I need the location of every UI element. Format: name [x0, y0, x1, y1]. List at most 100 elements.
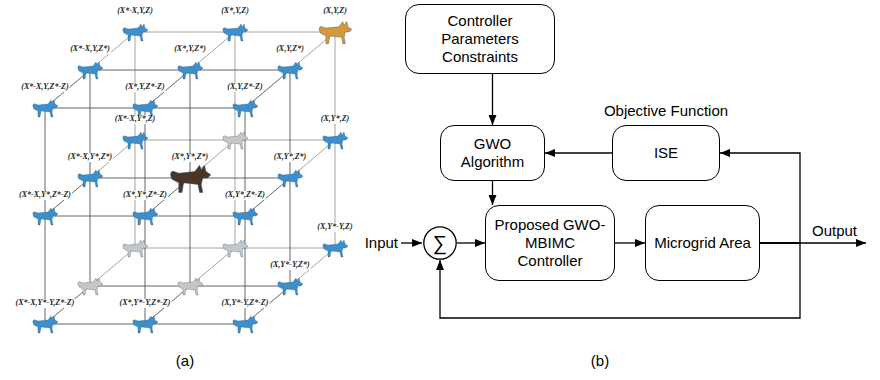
wolf-icon	[33, 316, 58, 333]
coordinate-label: (X*,Y*,Z*-Z)	[122, 191, 168, 200]
lattice-line	[290, 178, 291, 286]
lattice-line	[190, 70, 290, 71]
wolf-icon	[123, 24, 148, 41]
box-text: Controller Parameters Constraints	[414, 12, 546, 66]
wolf-icon	[78, 62, 103, 79]
lattice-line	[190, 178, 191, 286]
lattice-line	[235, 140, 335, 141]
wolf-icon	[123, 132, 148, 149]
wolf-icon	[278, 62, 303, 79]
lattice-line	[90, 178, 91, 286]
coordinate-label: (X,Y,Z)	[322, 7, 348, 16]
coordinate-label: (X*,Y,Z*)	[173, 45, 207, 54]
box-text: Microgrid Area	[654, 234, 751, 252]
wolf-icon	[133, 208, 158, 225]
wolf-icon	[278, 278, 303, 295]
coordinate-label: (X,Y*-Y,Z)	[316, 223, 353, 232]
coordinate-label: (X*-X,Y*,Z*-Z)	[18, 191, 72, 200]
wolf-icon	[178, 62, 203, 79]
coordinate-label: (X*-X,Y*-Y,Z*-Z)	[15, 299, 76, 308]
coordinate-label: (X,Y*,Z*-Z)	[224, 191, 266, 200]
box-text: GWO Algorithm	[449, 135, 536, 171]
summing-junction: ∑	[423, 226, 457, 260]
wolf-icon	[178, 278, 203, 295]
wolf-icon	[33, 100, 58, 117]
lattice-line	[145, 324, 245, 325]
input-arrow	[401, 242, 422, 243]
lattice-line	[145, 108, 146, 216]
connector-arrow	[457, 242, 485, 243]
wolf-icon	[323, 240, 348, 257]
lattice-line	[45, 216, 46, 324]
coordinate-label: (X,Y,Z*-Z)	[226, 83, 263, 92]
wolf-icon	[78, 278, 103, 295]
coordinate-label: (X*,Y*,Z*)	[171, 153, 209, 162]
wolf-icon	[233, 208, 258, 225]
coordinate-label: (X*-X,Y,Z*-Z)	[20, 83, 69, 92]
wolf-icon	[78, 170, 103, 187]
lattice-line	[145, 216, 146, 324]
wolf-icon	[33, 208, 58, 225]
lattice-line	[190, 70, 191, 178]
box-text: ISE	[654, 144, 678, 162]
coordinate-label: (X,Y*,Z*)	[273, 153, 307, 162]
parameter-box: Controller Parameters Constraints	[405, 4, 555, 74]
lattice-line	[235, 248, 335, 249]
wolf-icon	[223, 132, 248, 149]
wolf-icon	[123, 240, 148, 257]
wolf-icon	[171, 165, 211, 192]
coordinate-label: (X*,Y*-Y,Z*-Z)	[119, 299, 172, 308]
coordinate-label: (X,Y,Z*)	[275, 45, 305, 54]
lattice-line	[335, 32, 336, 140]
coordinate-label: (X*-X,Y,Z)	[116, 7, 154, 16]
lattice-line	[45, 324, 145, 325]
lattice-line	[190, 286, 290, 287]
plant-box: Microgrid Area	[645, 205, 760, 281]
lattice-line	[245, 216, 246, 324]
objective-box: Objective FunctionISE	[612, 125, 720, 181]
wolf-icon	[223, 240, 248, 257]
panel-label: (b)	[591, 352, 609, 370]
coordinate-label: (X*,Y,Z)	[220, 7, 250, 16]
wolf-icon	[278, 170, 303, 187]
lattice-line	[90, 70, 190, 71]
optimizer-box: GWO Algorithm	[440, 125, 545, 181]
lattice-line	[45, 216, 145, 217]
lattice-line	[335, 140, 336, 248]
connector-arrow	[492, 181, 493, 205]
wolf-icon	[223, 24, 248, 41]
connector-arrow	[615, 242, 645, 243]
wolf-icon	[233, 316, 258, 333]
coordinate-label: (X,Y*,Z)	[320, 115, 350, 124]
output-label: Output	[812, 222, 857, 240]
panel-label: (a)	[176, 352, 194, 370]
lattice-line	[45, 108, 145, 109]
wolf-lattice	[33, 22, 352, 333]
wolf-icon	[323, 132, 348, 149]
wolf-icon	[319, 22, 352, 44]
box-text: Proposed GWO-MBIMC Controller	[494, 216, 606, 270]
coordinate-label: (X*-X,Y*,Z)	[114, 115, 156, 124]
coordinate-label: (X*,Y,Z*-Z)	[124, 83, 165, 92]
coordinate-label: (X*-X,Y*,Z*)	[67, 153, 113, 162]
lattice-line	[290, 70, 291, 178]
lattice-line	[90, 286, 190, 287]
box-heading: Objective Function	[604, 102, 728, 120]
junction-circle	[424, 227, 456, 259]
lattice-line	[245, 108, 246, 216]
wolf-icon	[133, 316, 158, 333]
lattice-line	[135, 32, 235, 33]
wolf-icon	[233, 100, 258, 117]
lattice-line	[145, 108, 245, 109]
lattice-line	[135, 248, 235, 249]
lattice-line	[135, 140, 235, 141]
coordinate-label: (X*-X,Y,Z*)	[69, 45, 111, 54]
lattice-line	[90, 70, 91, 178]
connector-arrow	[492, 74, 493, 125]
coordinate-label: (X,Y*-Y,Z*)	[269, 261, 310, 270]
input-label: Input	[365, 234, 398, 252]
controller-box: Proposed GWO-MBIMC Controller	[485, 205, 615, 281]
lattice-line	[145, 216, 245, 217]
lattice-line	[45, 108, 46, 216]
